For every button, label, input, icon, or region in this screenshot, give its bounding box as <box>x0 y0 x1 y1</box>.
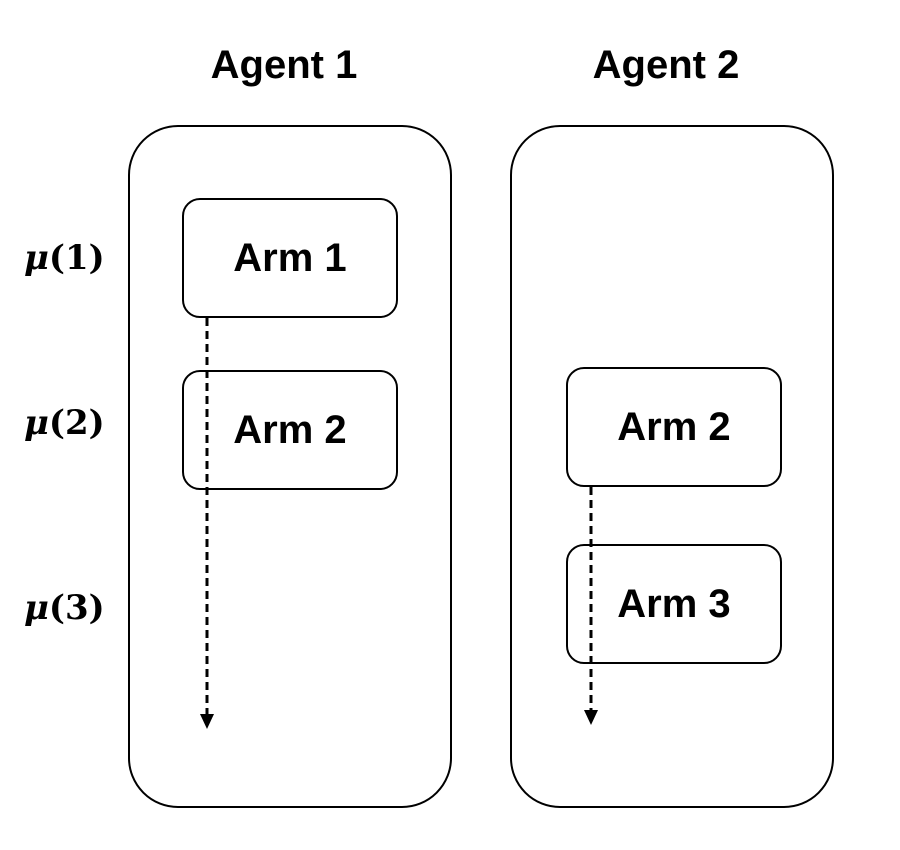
mu-symbol: μ <box>24 588 49 628</box>
mu-symbol: μ <box>24 238 49 278</box>
mu-arg: (3) <box>48 588 105 628</box>
agent-1-arm-2-box: Arm 2 <box>182 370 398 490</box>
agent-2-title: Agent 2 <box>592 43 740 87</box>
agent-1-arm-1-box: Arm 1 <box>182 198 398 318</box>
mu-label-2: μ(2) <box>24 401 124 445</box>
agent-2-arm-3-box: Arm 3 <box>566 544 782 664</box>
agent-2-arm-2-box: Arm 2 <box>566 367 782 487</box>
agent-2-panel <box>510 125 834 808</box>
mu-symbol: μ <box>24 403 49 443</box>
mu-label-1: μ(1) <box>24 236 124 280</box>
mu-label-3: μ(3) <box>24 586 124 630</box>
mu-arg: (1) <box>48 238 105 278</box>
agent-1-panel <box>128 125 452 808</box>
agent-1-title: Agent 1 <box>210 43 358 87</box>
mu-arg: (2) <box>48 403 105 443</box>
